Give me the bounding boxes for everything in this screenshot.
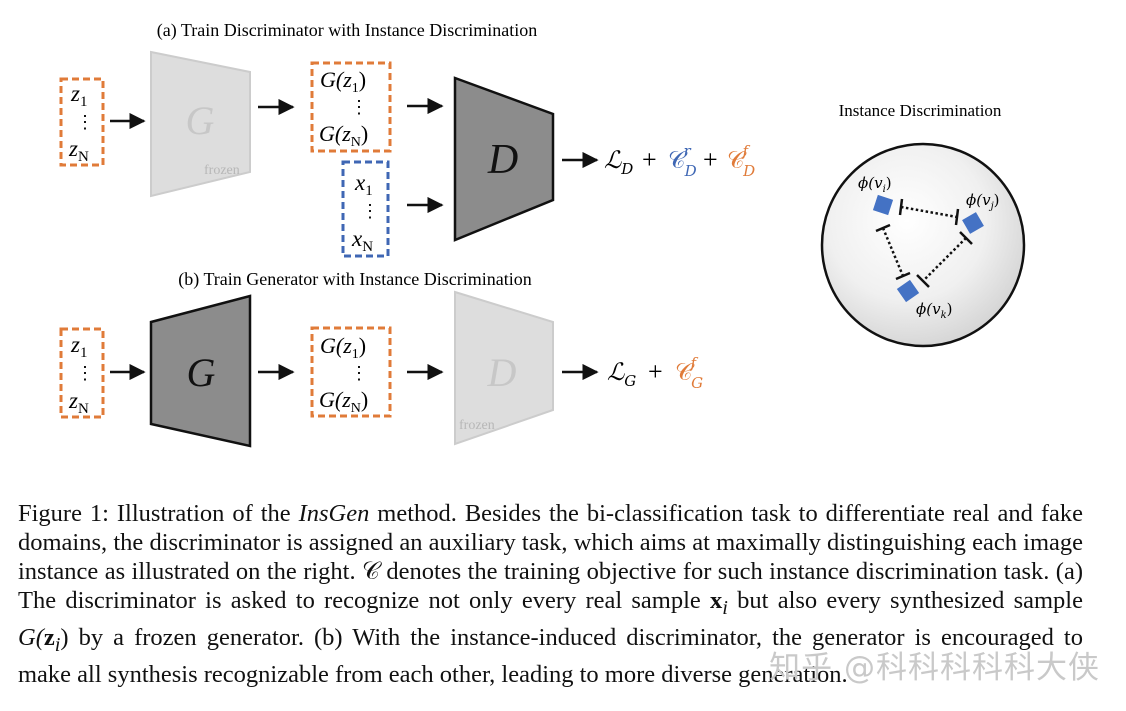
feature-sphere: [820, 142, 1026, 348]
figure-diagram: (a) Train Discriminator with Instance Di…: [59, 20, 1026, 448]
discriminator-a-label: D: [487, 137, 518, 183]
repel-ik: [881, 227, 905, 277]
generated-gz1: G(z1): [320, 67, 366, 96]
generated-box-b: [310, 326, 392, 418]
figure-caption: Figure 1: Illustration of the InsGen met…: [18, 499, 1084, 689]
discriminator-frozen-label: D: [487, 350, 517, 395]
repel-ij: [900, 205, 958, 219]
latent-zn-b: zN: [68, 388, 89, 417]
plus-b: +: [648, 357, 663, 386]
discriminator-a: [453, 76, 555, 242]
generated-box-a: [310, 61, 392, 153]
plus-a1: +: [642, 145, 657, 174]
latent-box-b: [59, 327, 105, 419]
repel-ij-cap1: [898, 198, 904, 216]
frozen-label-b: frozen: [459, 418, 495, 433]
frozen-label-a: frozen: [204, 163, 240, 178]
generated-gz1-b: G(z1): [320, 333, 366, 362]
repel-ik-cap2: [895, 271, 911, 281]
generator-trainable: [149, 294, 252, 448]
label-phi-vi: ϕ(vi): [858, 174, 892, 195]
real-xn: xN: [351, 226, 373, 255]
real-dots: ⋮: [361, 201, 379, 221]
panel-b-title: (b) Train Generator with Instance Discri…: [178, 269, 531, 290]
real-box-a: [341, 160, 390, 258]
repel-jk: [922, 237, 967, 282]
panel-a-title: (a) Train Discriminator with Instance Di…: [157, 20, 537, 41]
repel-ik-cap1: [875, 223, 891, 233]
repel-jk-cap1: [959, 231, 973, 245]
repel-ij-cap2: [954, 208, 960, 226]
loss-g: ℒG: [607, 358, 636, 390]
label-phi-vj: ϕ(vj): [966, 191, 1000, 212]
instance-title: Instance Discrimination: [839, 101, 1002, 120]
latent-z1: z1: [70, 81, 87, 110]
real-x1: x1: [354, 170, 373, 199]
embedding-k: [896, 279, 920, 303]
generated-dots: ⋮: [350, 97, 368, 117]
generated-gzn-b: G(zN): [319, 387, 368, 416]
latent-z1-b: z1: [70, 332, 87, 361]
generator-frozen: [150, 50, 251, 198]
generator-frozen-label: G: [186, 98, 215, 143]
latent-box-a: [59, 77, 105, 167]
loss-d: ℒD: [604, 146, 633, 178]
latent-dots-b: ⋮: [76, 363, 94, 383]
embedding-j: [962, 212, 984, 234]
watermark: 知乎 @科科科科科大侠: [769, 650, 1100, 686]
embedding-i: [872, 194, 894, 216]
generated-gzn: G(zN): [319, 121, 368, 150]
generated-dots-b: ⋮: [350, 363, 368, 383]
discriminator-frozen: [454, 290, 554, 446]
plus-a2: +: [703, 145, 718, 174]
repel-jk-cap2: [916, 274, 930, 288]
label-phi-vk: ϕ(vk): [916, 300, 952, 321]
latent-dots: ⋮: [76, 112, 94, 132]
latent-zn: zN: [68, 136, 89, 165]
generator-trainable-label: G: [187, 350, 216, 395]
